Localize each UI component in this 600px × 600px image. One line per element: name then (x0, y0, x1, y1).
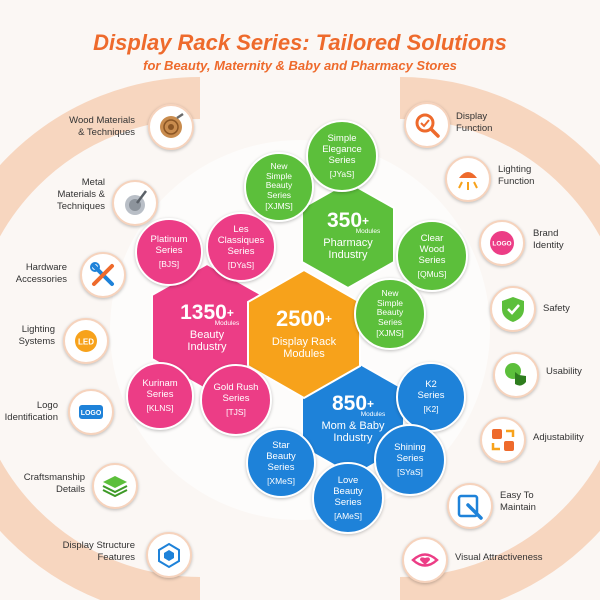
eye-heart-icon (402, 537, 448, 583)
series-les-classiques[interactable]: Les Classiques Series [DYaS] (206, 212, 276, 282)
feature-label-structure: Display Structure Features (62, 540, 135, 563)
series-star-beauty[interactable]: Star Beauty Series [XMeS] (246, 428, 316, 498)
center-plus: + (324, 312, 332, 326)
series-clear-wood-code: [QMuS] (417, 268, 447, 279)
pharmacy-modules: Modules (355, 227, 381, 235)
series-love-beauty[interactable]: Love Beauty Series [AMeS] (312, 462, 384, 534)
metal-tool-icon (112, 180, 158, 226)
wrench-screwdriver-icon (80, 252, 126, 298)
page-title: Display Rack Series: Tailored Solutions (93, 30, 507, 55)
feature-label-lighting: Lighting Systems (18, 324, 55, 347)
beauty-industry: Beauty Industry (187, 328, 227, 353)
ceiling-lamp-icon (445, 156, 491, 202)
series-les-classiques-code: [DYaS] (227, 259, 255, 270)
pharmacy-hex-text: 350+ Modules Pharmacy Industry (300, 180, 396, 290)
series-new-simple-beauty-mid-name: New Simple Beauty Series (376, 288, 404, 327)
series-k2-name: K2 Series (417, 379, 445, 401)
baby-hex-text: 850+ Modules Mom & Baby Industry (300, 358, 406, 478)
feature-label-craftsmanship: Craftsmanship Details (23, 472, 85, 495)
series-kurinam-name: Kurinam Series (142, 378, 178, 400)
feature-label-adjustability: Adjustability (533, 432, 584, 443)
series-simple-elegance-code: [JYaS] (329, 168, 355, 179)
brand-logo-icon: LOGO (479, 220, 525, 266)
baby-industry: Mom & Baby Industry (321, 419, 385, 444)
layers-stack-icon (92, 463, 138, 509)
brand-logo-text: LOGO (492, 241, 511, 248)
led-text: LED (78, 338, 94, 347)
baby-count: 850 (331, 391, 368, 415)
logo-badge-icon: LOGO (68, 389, 114, 435)
series-platinum[interactable]: Platinum Series [BJS] (135, 218, 203, 286)
series-clear-wood[interactable]: Clear Wood Series [QMuS] (396, 220, 468, 292)
series-platinum-name: Platinum Series (150, 234, 188, 256)
feature-label-metal: Metal Materials & Techniques (56, 177, 105, 212)
feature-label-visual: Visual Attractiveness (455, 552, 543, 563)
series-shining-name: Shining Series (394, 442, 426, 464)
series-gold-rush-code: [TJS] (226, 407, 246, 417)
magnifier-display-icon (404, 102, 450, 148)
hand-pointer-icon (493, 352, 539, 398)
beauty-plus: + (226, 305, 234, 320)
series-gold-rush-name: Gold Rush Series (213, 382, 259, 404)
series-simple-elegance[interactable]: Simple Elegance Series [JYaS] (306, 120, 378, 192)
series-new-simple-beauty-top-name: New Simple Beauty Series (265, 161, 293, 200)
baby-plus: + (367, 396, 375, 411)
series-platinum-code: [BJS] (158, 259, 180, 269)
pharmacy-plus: + (362, 213, 370, 228)
shield-check-icon (490, 286, 536, 332)
feature-label-wood: Wood Materials & Techniques (69, 115, 135, 138)
maintenance-tool-icon (447, 483, 493, 529)
led-bulb-icon: LED (63, 318, 109, 364)
series-simple-elegance-name: Simple Elegance Series (322, 132, 362, 166)
feature-label-display-function: Display Function (456, 111, 493, 134)
pharmacy-count: 350 (326, 208, 363, 232)
logo-text: LOGO (81, 410, 102, 417)
center-label: Display Rack Modules (271, 336, 337, 360)
feature-label-easy-maintain: Easy To Maintain (500, 490, 536, 513)
left-arc-band (0, 77, 201, 600)
adjust-arrows-icon (480, 417, 526, 463)
series-gold-rush[interactable]: Gold Rush Series [TJS] (200, 364, 272, 436)
series-shining[interactable]: Shining Series [SYaS] (374, 424, 446, 496)
beauty-modules: Modules (214, 319, 240, 327)
wood-log-icon (148, 104, 194, 150)
pharmacy-industry: Pharmacy Industry (323, 236, 373, 261)
feature-label-logo: Logo Identification (4, 400, 58, 423)
series-kurinam-code: [KLNS] (146, 403, 174, 413)
feature-label-usability: Usability (546, 366, 582, 377)
series-star-beauty-code: [XMeS] (267, 475, 295, 486)
series-k2[interactable]: K2 Series [K2] (396, 362, 466, 432)
series-love-beauty-name: Love Beauty Series (333, 474, 363, 508)
baby-modules: Modules (360, 410, 386, 418)
center-hex-text: 2500+ Display Rack Modules (246, 268, 362, 400)
series-kurinam[interactable]: Kurinam Series [KLNS] (126, 362, 194, 430)
series-clear-wood-name: Clear Wood Series (418, 232, 446, 266)
feature-label-hardware: Hardware Accessories (15, 262, 67, 285)
series-new-simple-beauty-top-code: [XJMS] (265, 201, 293, 211)
feature-label-safety: Safety (543, 303, 570, 314)
center-count: 2500 (276, 306, 325, 331)
page-subtitle: for Beauty, Maternity & Baby and Pharmac… (143, 58, 457, 73)
series-new-simple-beauty-top[interactable]: New Simple Beauty Series [XJMS] (244, 152, 314, 222)
beauty-hex-text: 1350+ Modules Beauty Industry (150, 262, 264, 392)
series-new-simple-beauty-mid-code: [XJMS] (376, 328, 404, 338)
series-shining-code: [SYaS] (397, 467, 423, 477)
cube-structure-icon (146, 532, 192, 578)
beauty-count: 1350 (180, 300, 227, 324)
series-les-classiques-name: Les Classiques Series (217, 223, 265, 257)
feature-label-brand-identity: Brand Identity (533, 228, 564, 251)
series-star-beauty-name: Star Beauty Series (266, 439, 296, 473)
series-new-simple-beauty-mid[interactable]: New Simple Beauty Series [XJMS] (354, 278, 426, 350)
feature-label-lighting-function: Lighting Function (498, 164, 535, 187)
right-arc-band (399, 77, 600, 600)
series-love-beauty-code: [AMeS] (334, 510, 362, 521)
series-k2-code: [K2] (423, 404, 439, 414)
